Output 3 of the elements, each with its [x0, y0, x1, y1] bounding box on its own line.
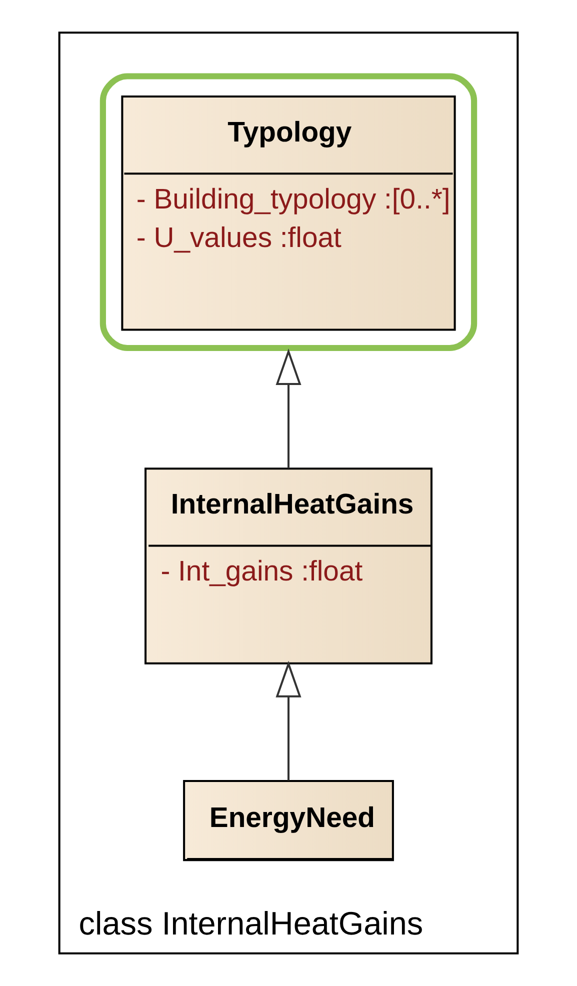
arrow: [276, 348, 302, 468]
arrow: [276, 660, 302, 780]
node-box: Typology - Building_typology :[0..*] - U_values :float: [100, 73, 478, 352]
